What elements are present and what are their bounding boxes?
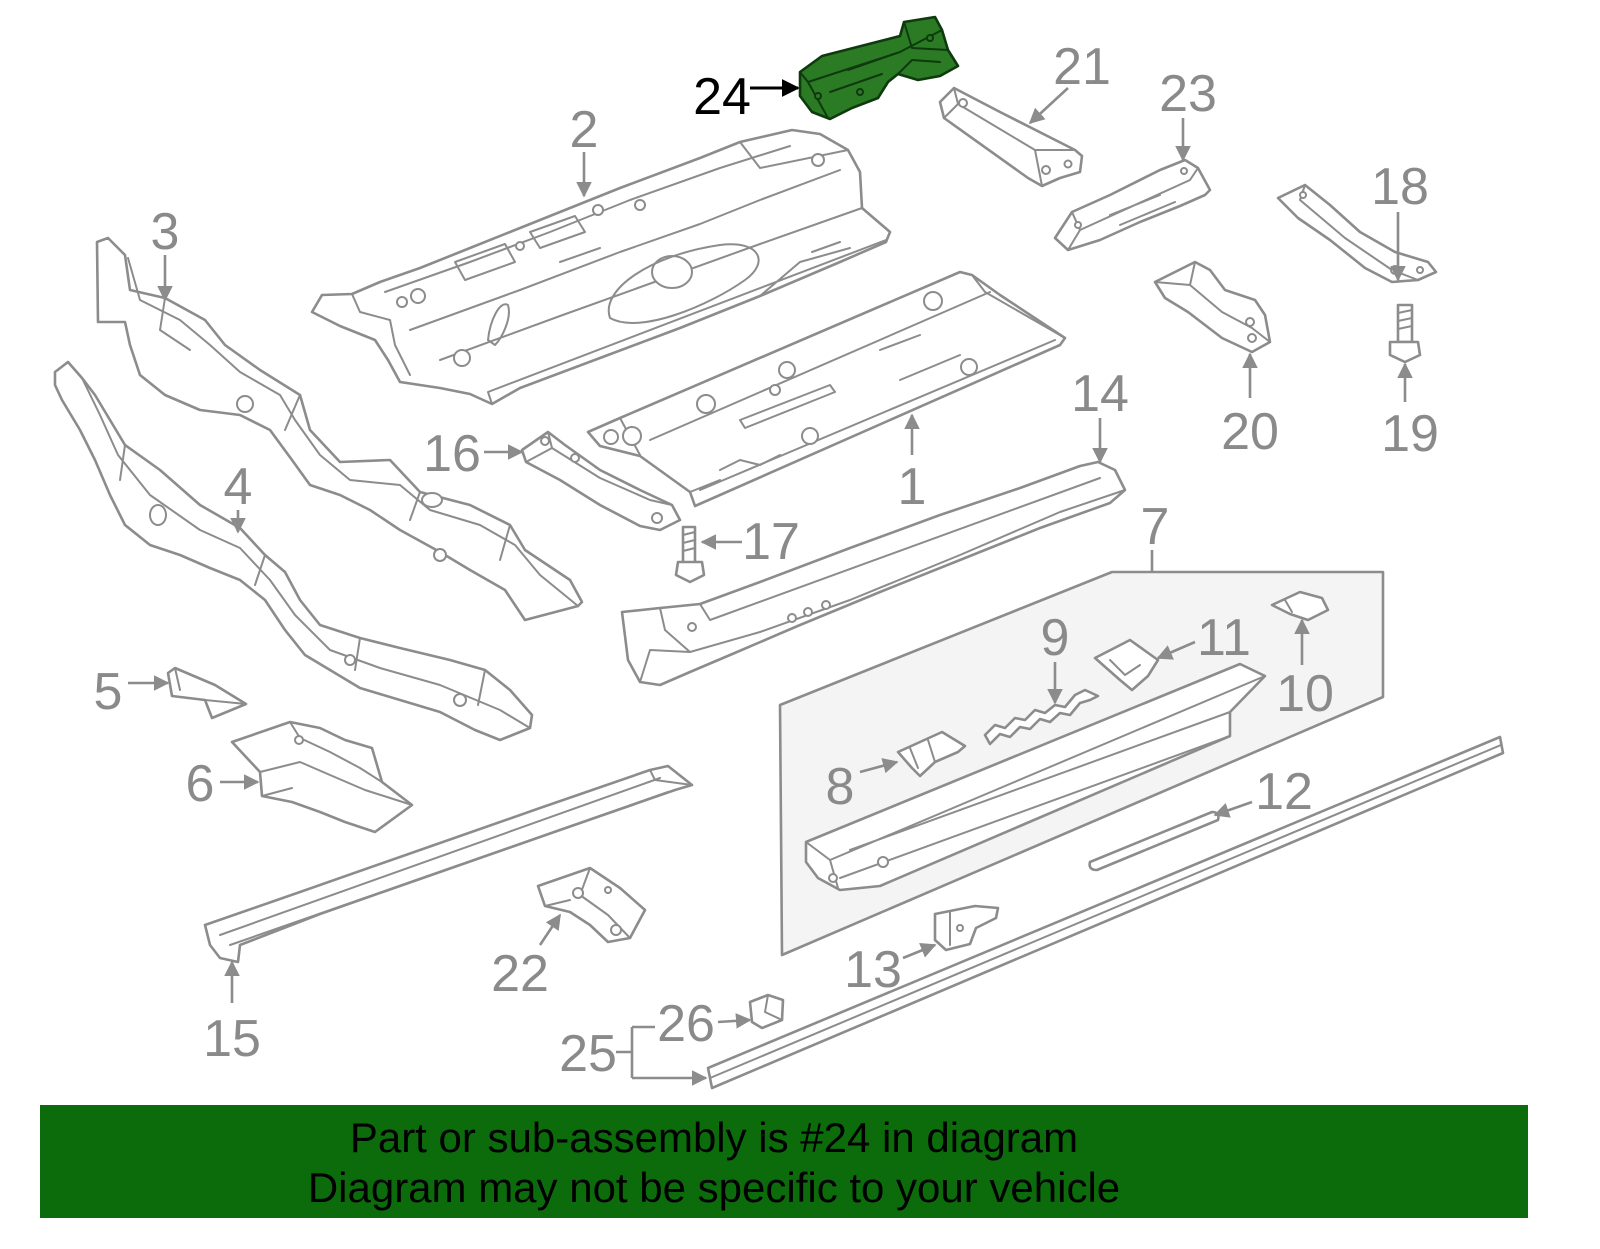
leader-21 (1028, 87, 1069, 125)
callout-26: 26 (657, 995, 715, 1053)
part-3 (95, 236, 584, 622)
part-21 (938, 86, 1084, 188)
part-11 (1093, 638, 1160, 692)
leader-26 (717, 1013, 752, 1029)
part-14 (620, 460, 1127, 687)
part-2 (310, 128, 892, 406)
callout-13: 13 (844, 941, 902, 999)
callout-15: 15 (203, 1010, 261, 1068)
part-16 (520, 430, 682, 532)
callout-17: 17 (742, 513, 800, 571)
callout-8: 8 (826, 758, 855, 816)
callout-4: 4 (224, 458, 253, 516)
part-24-highlighted (798, 15, 960, 121)
callout-21: 21 (1053, 38, 1111, 96)
part-13 (933, 904, 1000, 952)
callout-1: 1 (898, 458, 927, 516)
callout-2: 2 (570, 101, 599, 159)
callout-16: 16 (423, 425, 481, 483)
leader-12 (1213, 800, 1253, 818)
part-12 (1088, 810, 1220, 872)
part-19-bolt (1388, 303, 1422, 364)
callout-18: 18 (1371, 158, 1429, 216)
part-22 (536, 866, 647, 944)
part-4 (53, 360, 534, 742)
callout-14: 14 (1071, 365, 1129, 423)
callout-19: 19 (1381, 405, 1439, 463)
part-26 (748, 993, 785, 1030)
part-17-bolt (674, 525, 706, 584)
part-20 (1153, 260, 1272, 354)
info-banner: Part or sub-assembly is #24 in diagram D… (40, 1105, 1528, 1218)
callout-5: 5 (94, 663, 123, 721)
part-1 (586, 270, 1067, 508)
part-9 (983, 688, 1100, 746)
leader-13 (902, 943, 937, 960)
callout-23: 23 (1159, 65, 1217, 123)
part-7-sill (804, 662, 1267, 892)
leader-8 (859, 758, 899, 774)
leader-lines (128, 79, 1413, 1086)
callout-7: 7 (1141, 498, 1170, 556)
part-6 (230, 720, 414, 834)
part-15 (203, 764, 694, 964)
banner-line-2: Diagram may not be specific to your vehi… (307, 1164, 1121, 1211)
leader-25-bracket (616, 1025, 655, 1078)
callout-24: 24 (693, 68, 751, 126)
banner-line-1: Part or sub-assembly is #24 in diagram (349, 1114, 1079, 1161)
part-5 (166, 666, 248, 720)
callout-11: 11 (1197, 609, 1251, 667)
part-10 (1270, 590, 1330, 622)
callout-6: 6 (186, 755, 215, 813)
leader-11 (1156, 640, 1196, 660)
callout-22: 22 (491, 945, 549, 1003)
callout-10: 10 (1276, 665, 1334, 723)
part-8 (896, 730, 967, 778)
callout-3: 3 (151, 203, 180, 261)
callout-12: 12 (1255, 763, 1313, 821)
leader-22 (538, 913, 562, 946)
part-23 (1053, 158, 1212, 252)
callout-9: 9 (1041, 609, 1070, 667)
callouts: 24 21 23 2 3 18 20 19 16 1 14 4 17 7 9 1… (94, 38, 1439, 1083)
callout-25: 25 (559, 1025, 617, 1083)
part-25 (706, 735, 1505, 1090)
callout-20: 20 (1221, 403, 1279, 461)
